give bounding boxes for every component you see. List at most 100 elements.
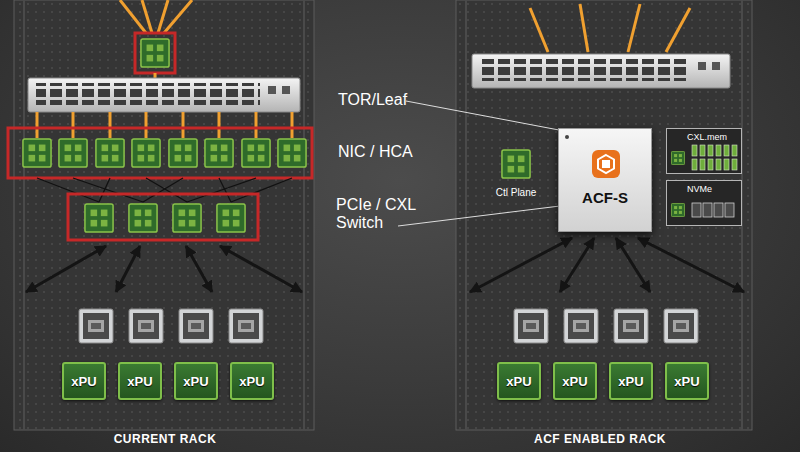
fabric-arrows: [560, 238, 594, 292]
node-label: xPU: [239, 374, 264, 389]
uplink-lines: [628, 4, 640, 52]
nic-chips: [59, 139, 87, 167]
node-label: ACF-S: [582, 189, 628, 206]
node-label: xPU: [562, 374, 587, 389]
acf-logo: [598, 155, 614, 173]
nic-chips: [169, 139, 197, 167]
nic-chips: [132, 139, 160, 167]
pcie-links: [73, 178, 143, 202]
node-label: xPU: [618, 374, 643, 389]
layer-label: NIC / HCA: [338, 143, 438, 161]
nic-links: [37, 112, 292, 138]
xpu-chip: xPU: [497, 362, 541, 400]
dimm-icon: [732, 159, 737, 170]
node-label: xPU: [71, 374, 96, 389]
pcie-links: [146, 178, 187, 202]
gpu-chips: [664, 309, 698, 343]
xpu-chip: xPU: [230, 362, 274, 400]
nic-chips: [242, 139, 270, 167]
ssd-icon: [692, 203, 701, 217]
rack-frame: [14, 0, 752, 430]
nic-chips: [23, 139, 51, 167]
status-dot: [564, 134, 572, 142]
nic-links: [182, 112, 185, 138]
ssd-icon: [725, 203, 734, 217]
gpu-chips: [514, 309, 548, 343]
ssd-icon: [703, 203, 712, 217]
dimm-icon: [724, 145, 729, 156]
node-label: xPU: [183, 374, 208, 389]
pcie-chips: [129, 204, 157, 232]
xpu-chip: xPU: [665, 362, 709, 400]
tor-switch: [36, 83, 260, 105]
nic-links: [36, 112, 39, 138]
fabric-arrows: [26, 246, 106, 292]
gpu-chips: [179, 309, 213, 343]
xpu-chip: xPU: [553, 362, 597, 400]
gpu-chips: [614, 309, 648, 343]
chip-icon: [671, 151, 684, 164]
acf-logo: [592, 150, 620, 178]
pcie-links: [231, 178, 292, 202]
nic-links: [255, 112, 258, 138]
nic-links: [218, 112, 221, 138]
tor-switch: [282, 86, 290, 94]
fabric-arrows: [116, 246, 140, 292]
dimm-icon: [716, 145, 721, 156]
fabric-arrows: [470, 238, 572, 292]
pcie-chips: [85, 204, 113, 232]
tor-chip: [135, 33, 175, 78]
dimm-icon: [716, 159, 721, 170]
tor-switch: [472, 54, 730, 88]
control-plane-chip: Ctl Plane: [490, 148, 542, 198]
rack-frame: [23, 0, 25, 430]
pcie-chips: [68, 194, 258, 240]
rack-frame: [14, 0, 314, 430]
tor-chip: [141, 39, 169, 67]
ssd-icon: [714, 203, 723, 217]
pcie-chips: [217, 204, 245, 232]
node-label: Ctl Plane: [496, 187, 537, 198]
xpu-chip: xPU: [118, 362, 162, 400]
rack-frame: [456, 0, 752, 430]
nvme-box: NVMe: [666, 180, 742, 226]
gpu-chips: [129, 309, 163, 343]
rack-title: ACF ENABLED RACK: [475, 433, 725, 447]
tor-chip: [135, 33, 175, 73]
tor-chip: [154, 73, 157, 78]
rack-frame: [456, 0, 752, 430]
node-label: xPU: [506, 374, 531, 389]
nic-links: [145, 112, 148, 138]
tor-switch: [268, 86, 276, 94]
cxl-memory-box: CXL.mem: [666, 128, 742, 174]
fabric-arrows: [638, 238, 744, 292]
uplink-lines: [580, 4, 588, 52]
rack-frame: [303, 0, 305, 430]
tor-switch: [712, 62, 720, 70]
leader-lines: [406, 101, 580, 134]
nic-chips: [205, 139, 233, 167]
rack-frame: [14, 0, 314, 430]
uplink-lines: [530, 8, 548, 52]
dimm-icons: [668, 143, 740, 173]
dimm-icon: [692, 145, 697, 156]
tor-switch: [480, 59, 688, 81]
rack-frame: [465, 0, 467, 430]
ssd-icons: [668, 195, 740, 225]
xpu-chip: xPU: [62, 362, 106, 400]
uplink-lines: [164, 0, 192, 33]
pcie-links: [143, 178, 183, 202]
uplink-lines: [666, 8, 690, 52]
fabric-arrows: [186, 246, 212, 292]
nic-chips: [96, 139, 124, 167]
gpu-chips: [79, 309, 113, 343]
fabric-arrows: [616, 238, 650, 292]
fabric-arrows: [26, 238, 744, 292]
chip-icon: [671, 203, 684, 216]
node-label: NVMe: [687, 184, 712, 194]
acf-logo: [602, 160, 610, 168]
tor-switch: [28, 54, 730, 112]
status-dot: [565, 135, 569, 139]
nic-chips: [278, 139, 306, 167]
gpu-chips: [79, 309, 698, 343]
